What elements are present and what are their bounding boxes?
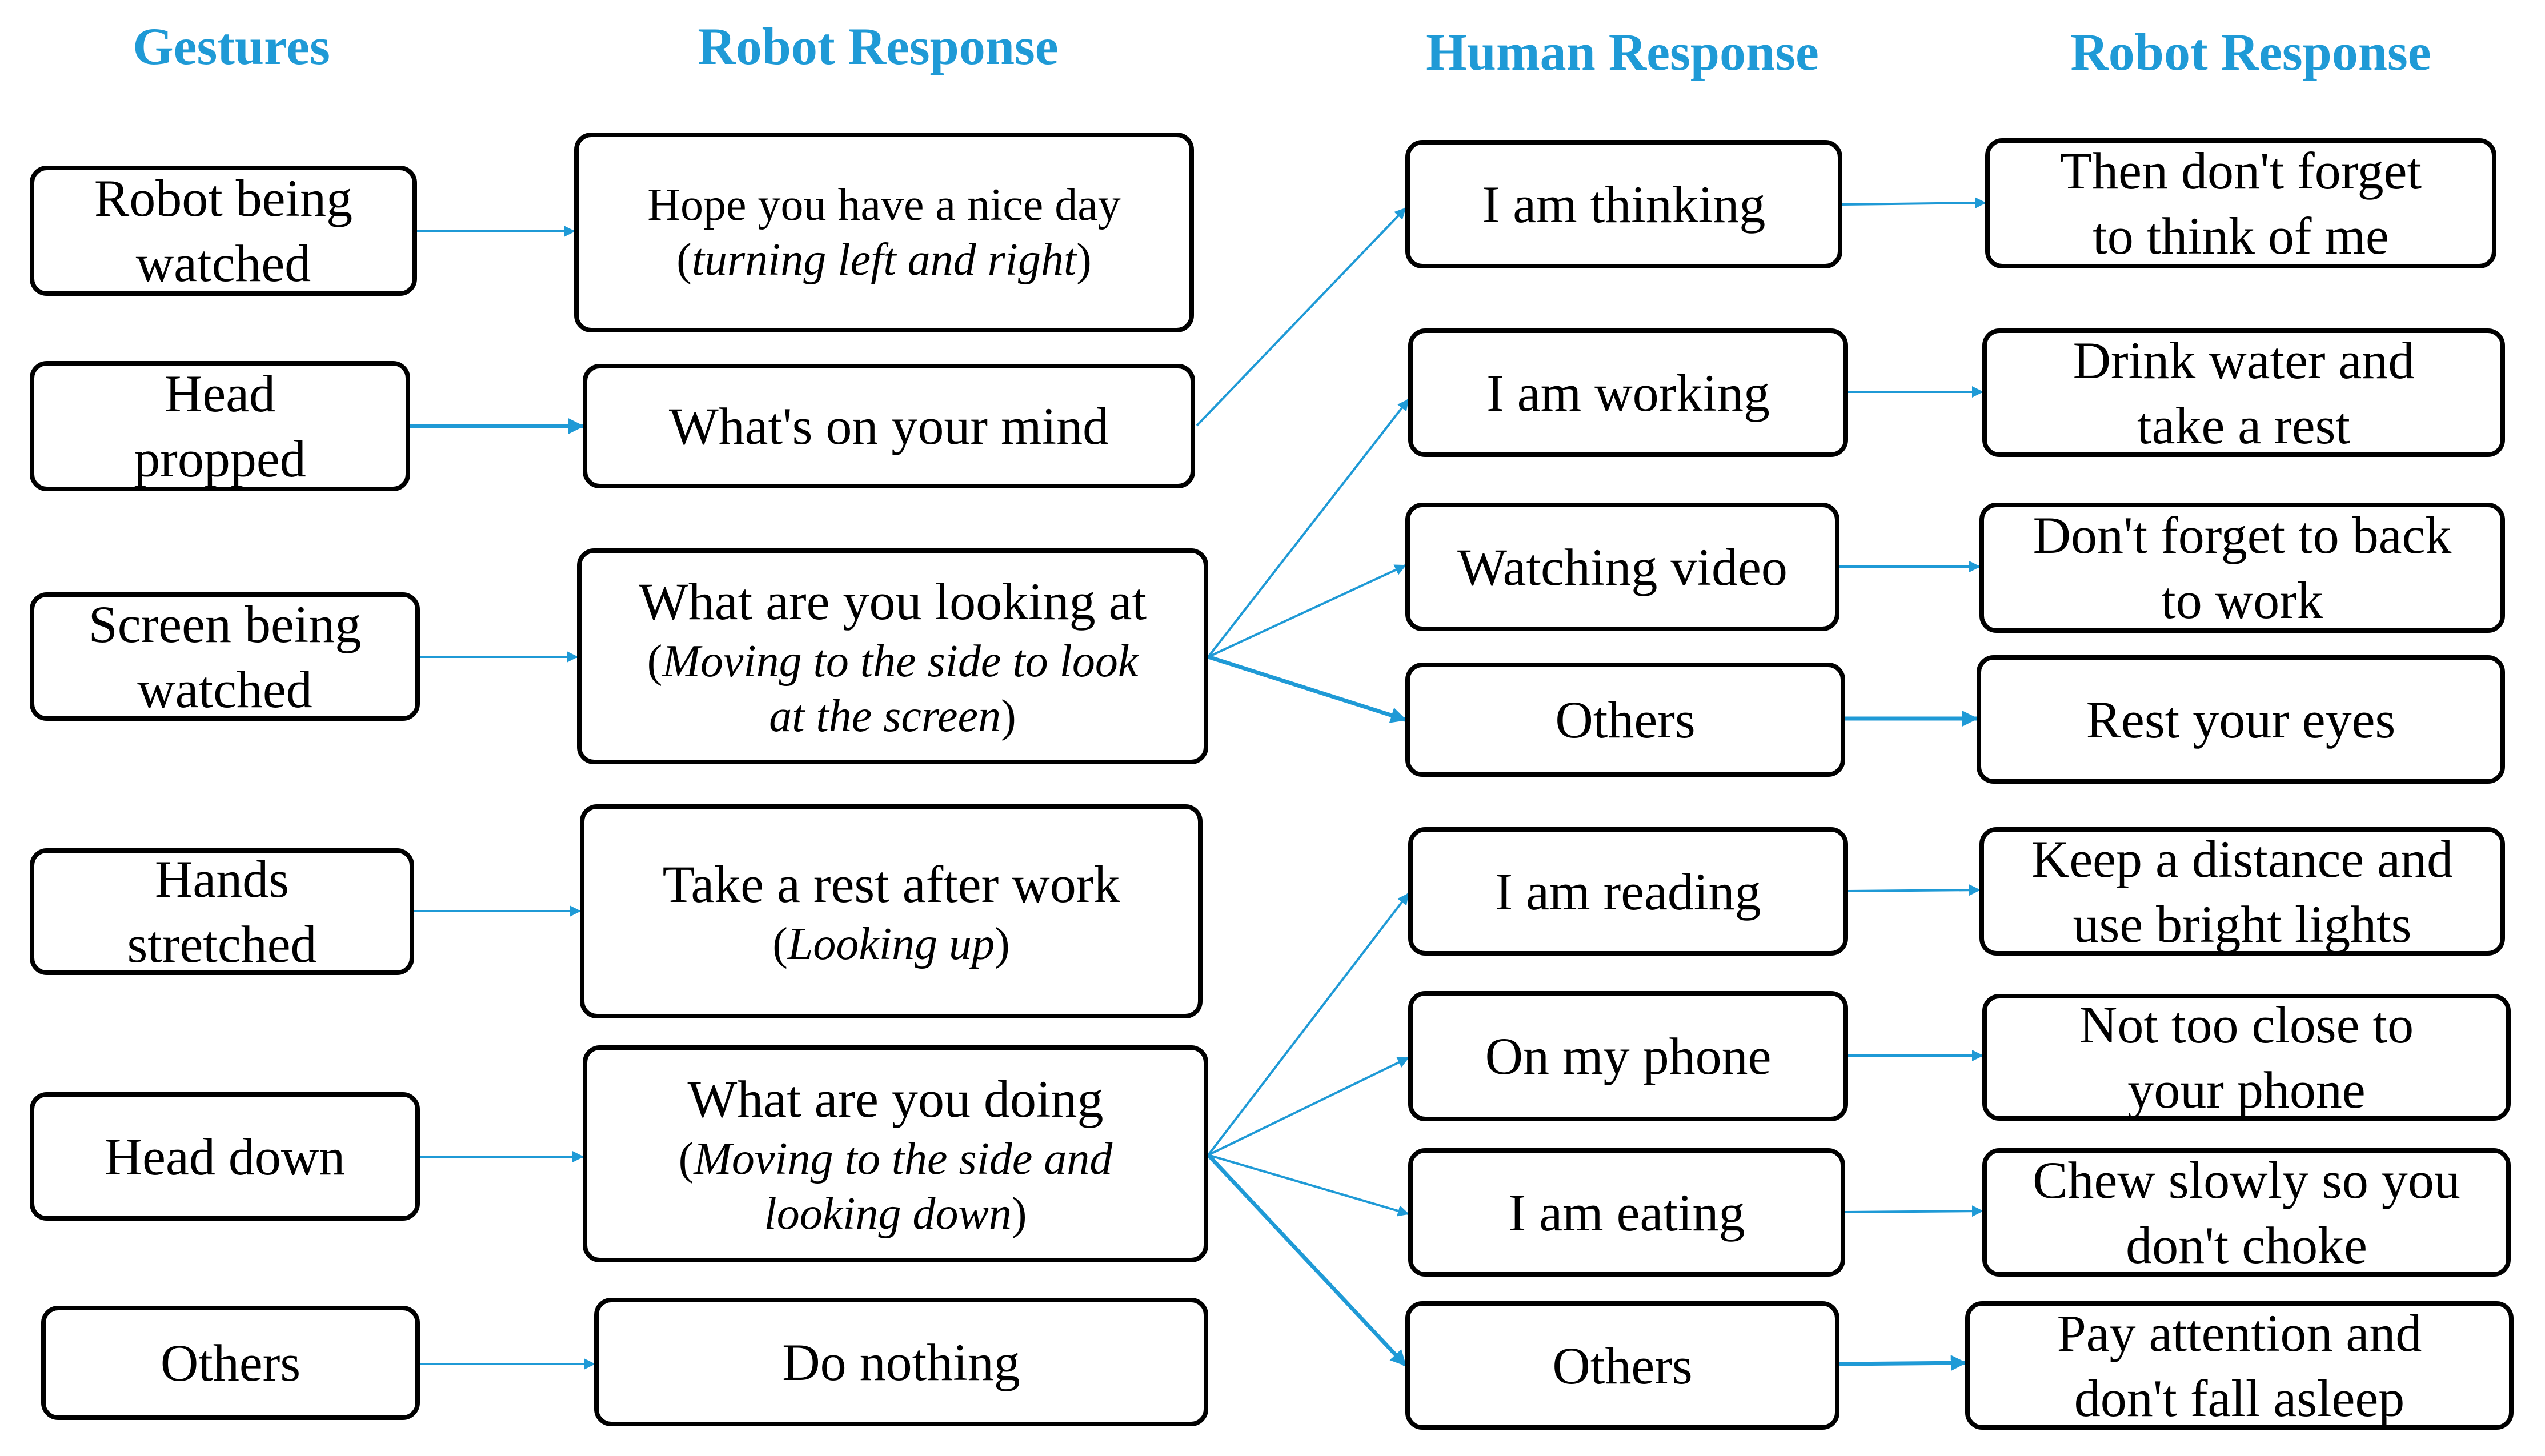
response-line: Take a rest after work xyxy=(662,855,1120,913)
robot-response-mind: What's on your mind xyxy=(583,364,1195,488)
gesture-line: watched xyxy=(135,234,311,292)
arrow-looking-video xyxy=(1208,564,1406,658)
header-human-response: Human Response xyxy=(1426,23,1819,81)
robot-response-looking: What are you looking at (Moving to the s… xyxy=(577,548,1208,764)
human-response-thinking: I am thinking xyxy=(1405,140,1842,268)
robot-reply-attention: Pay attention and don't fall asleep xyxy=(1965,1301,2514,1430)
human-response-phone: On my phone xyxy=(1408,991,1848,1121)
robot-response-doing: What are you doing (Moving to the side a… xyxy=(583,1045,1208,1262)
arrow-doing-reading xyxy=(1207,893,1409,1156)
gesture-robot-watched: Robot being watched xyxy=(30,166,417,296)
arrow-doing-others xyxy=(1207,1153,1407,1367)
gesture-line: Hands xyxy=(154,850,290,908)
response-sub: (Moving to the side and xyxy=(678,1134,1113,1184)
robot-reply-distance: Keep a distance and use bright lights xyxy=(1979,827,2505,956)
arrow-doing-eating xyxy=(1208,1154,1409,1217)
response-line: Hope you have a nice day xyxy=(647,180,1121,230)
gesture-line: stretched xyxy=(127,915,317,973)
human-response-working: I am working xyxy=(1408,328,1848,457)
arrow-doing-phone xyxy=(1208,1057,1409,1156)
arrow-reply-8 xyxy=(1839,1355,1967,1371)
robot-response-nothing: Do nothing xyxy=(594,1298,1208,1426)
gesture-line: Head down xyxy=(104,1127,346,1186)
gesture-screen-watched: Screen being watched xyxy=(30,592,420,721)
response-line: Do nothing xyxy=(782,1333,1020,1391)
human-response-eating: I am eating xyxy=(1408,1148,1845,1277)
response-line: What are you looking at xyxy=(638,572,1147,631)
arrow-reply-5 xyxy=(1847,884,1981,896)
robot-response-rest: Take a rest after work (Looking up) xyxy=(580,804,1203,1018)
gesture-line: Robot being xyxy=(94,169,353,227)
robot-reply-phone: Not too close to your phone xyxy=(1982,994,2511,1121)
robot-reply-drink-water: Drink water and take a rest xyxy=(1982,328,2505,457)
robot-reply-back-to-work: Don't forget to back to work xyxy=(1979,503,2505,633)
gesture-others: Others xyxy=(41,1306,420,1420)
arrow-mind-thinking xyxy=(1196,207,1406,427)
human-response-video: Watching video xyxy=(1405,503,1839,631)
robot-reply-rest-eyes: Rest your eyes xyxy=(1977,655,2505,784)
header-robot-response-2: Robot Response xyxy=(2070,23,2431,81)
human-response-others-2: Others xyxy=(1405,1301,1839,1430)
gesture-line: watched xyxy=(137,660,312,719)
human-response-others-1: Others xyxy=(1405,663,1845,777)
gesture-head-down: Head down xyxy=(30,1092,420,1221)
arrow-reply-1 xyxy=(1842,197,1986,209)
response-sub: looking down) xyxy=(764,1189,1027,1239)
gesture-line: Screen being xyxy=(88,595,362,653)
robot-response-nice-day: Hope you have a nice day (turning left a… xyxy=(574,133,1194,332)
header-gestures: Gestures xyxy=(133,17,330,75)
arrow-looking-working xyxy=(1207,399,1409,658)
response-line: What's on your mind xyxy=(668,397,1109,455)
response-line: What are you doing xyxy=(687,1070,1104,1128)
human-response-reading: I am reading xyxy=(1408,827,1848,956)
header-robot-response-1: Robot Response xyxy=(698,17,1059,75)
response-sub: (turning left and right) xyxy=(676,235,1092,285)
response-sub: (Moving to the side to look xyxy=(647,636,1139,687)
robot-reply-chew: Chew slowly so you don't choke xyxy=(1982,1148,2511,1277)
gesture-head-propped: Head propped xyxy=(30,361,410,491)
gesture-line: Others xyxy=(160,1334,301,1392)
arrow-reply-7 xyxy=(1845,1205,1983,1217)
gesture-line: Head xyxy=(164,364,276,423)
arrow-looking-others xyxy=(1207,655,1407,723)
robot-reply-think-of-me: Then don't forget to think of me xyxy=(1985,138,2496,268)
response-sub: at the screen) xyxy=(769,691,1016,741)
gesture-hands-stretched: Hands stretched xyxy=(30,848,414,975)
gesture-line: propped xyxy=(134,430,306,488)
response-sub: (Looking up) xyxy=(772,918,1010,969)
